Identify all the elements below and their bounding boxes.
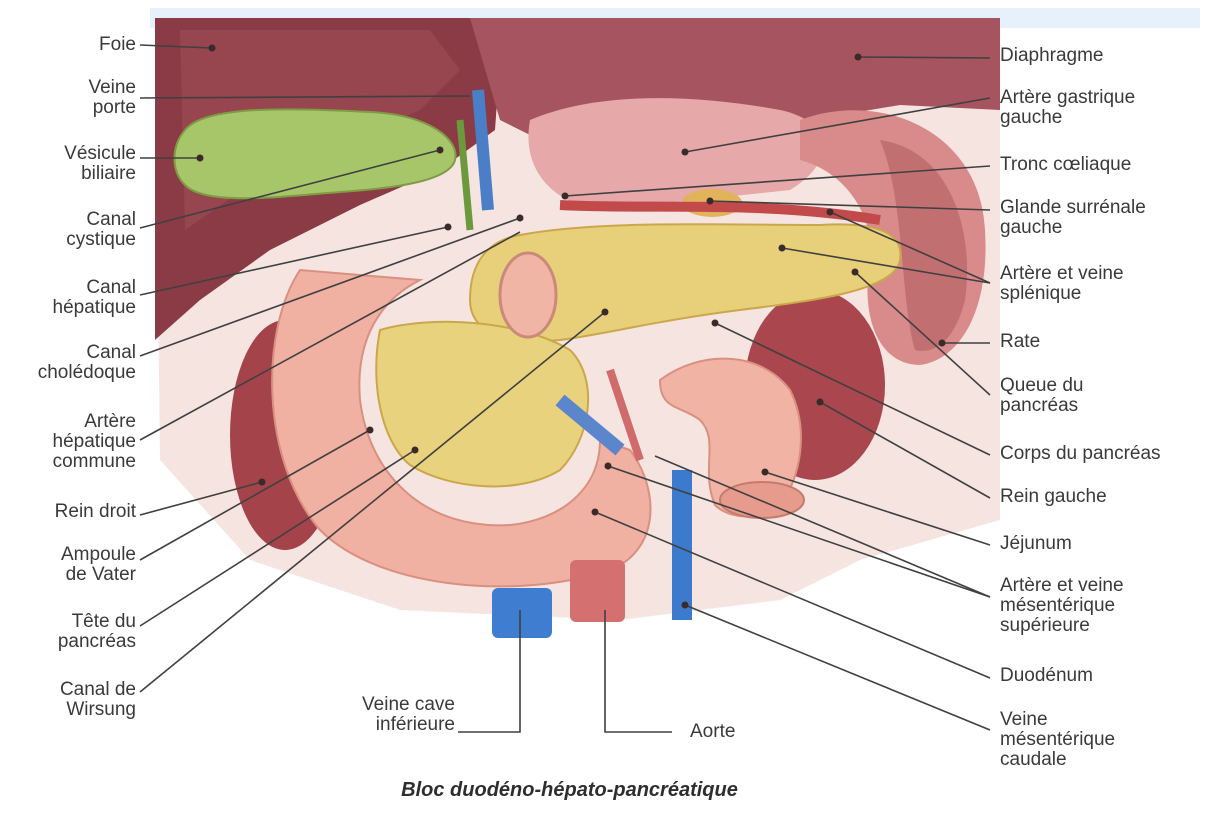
- label-veine-cave-inferieure: Veine cave inférieure: [362, 695, 455, 735]
- label-aorte: Aorte: [690, 722, 735, 742]
- label-corps-du-pancreas: Corps du pancréas: [1000, 444, 1161, 464]
- label-canal-hepatique: Canal hépatique: [53, 278, 136, 318]
- label-artere-et-veine-mesenterique-superieure: Artère et veine mésentérique supérieure: [1000, 576, 1124, 636]
- figure-caption: Bloc duodéno-hépato-pancréatique: [0, 779, 1139, 802]
- label-canal-choledoque: Canal cholédoque: [38, 343, 136, 383]
- label-queue-du-pancreas: Queue du pancréas: [1000, 376, 1083, 416]
- label-duodenum: Duodénum: [1000, 666, 1093, 686]
- label-diaphragme: Diaphragme: [1000, 46, 1104, 66]
- label-artere-gastrique-gauche: Artère gastrique gauche: [1000, 88, 1135, 128]
- label-rein-gauche: Rein gauche: [1000, 487, 1107, 507]
- label-artere-et-veine-splenique: Artère et veine splénique: [1000, 264, 1124, 304]
- label-jejunum: Jéjunum: [1000, 534, 1072, 554]
- label-rein-droit: Rein droit: [55, 502, 136, 522]
- label-artere-hepatique-commune: Artère hépatique commune: [53, 412, 136, 472]
- duodenal-bulb-opening: [500, 253, 556, 337]
- label-tronc-coeliaque: Tronc cœliaque: [1000, 155, 1131, 175]
- label-canal-de-wirsung: Canal de Wirsung: [60, 680, 136, 720]
- label-foie: Foie: [99, 35, 136, 55]
- pancreas-head: [376, 322, 588, 487]
- aorta: [570, 560, 625, 622]
- label-rate: Rate: [1000, 332, 1040, 352]
- label-vesicule-biliaire: Vésicule biliaire: [64, 144, 136, 184]
- label-tete-du-pancreas: Tête du pancréas: [58, 612, 136, 652]
- label-canal-cystique: Canal cystique: [66, 210, 136, 250]
- inferior-vena-cava: [492, 588, 552, 638]
- label-veine-porte: Veine porte: [88, 78, 136, 118]
- label-glande-surrenale-gauche: Glande surrénale gauche: [1000, 198, 1146, 238]
- label-ampoule-de-vater: Ampoule de Vater: [61, 545, 136, 585]
- label-veine-mesenterique-caudale: Veine mésentérique caudale: [1000, 710, 1115, 770]
